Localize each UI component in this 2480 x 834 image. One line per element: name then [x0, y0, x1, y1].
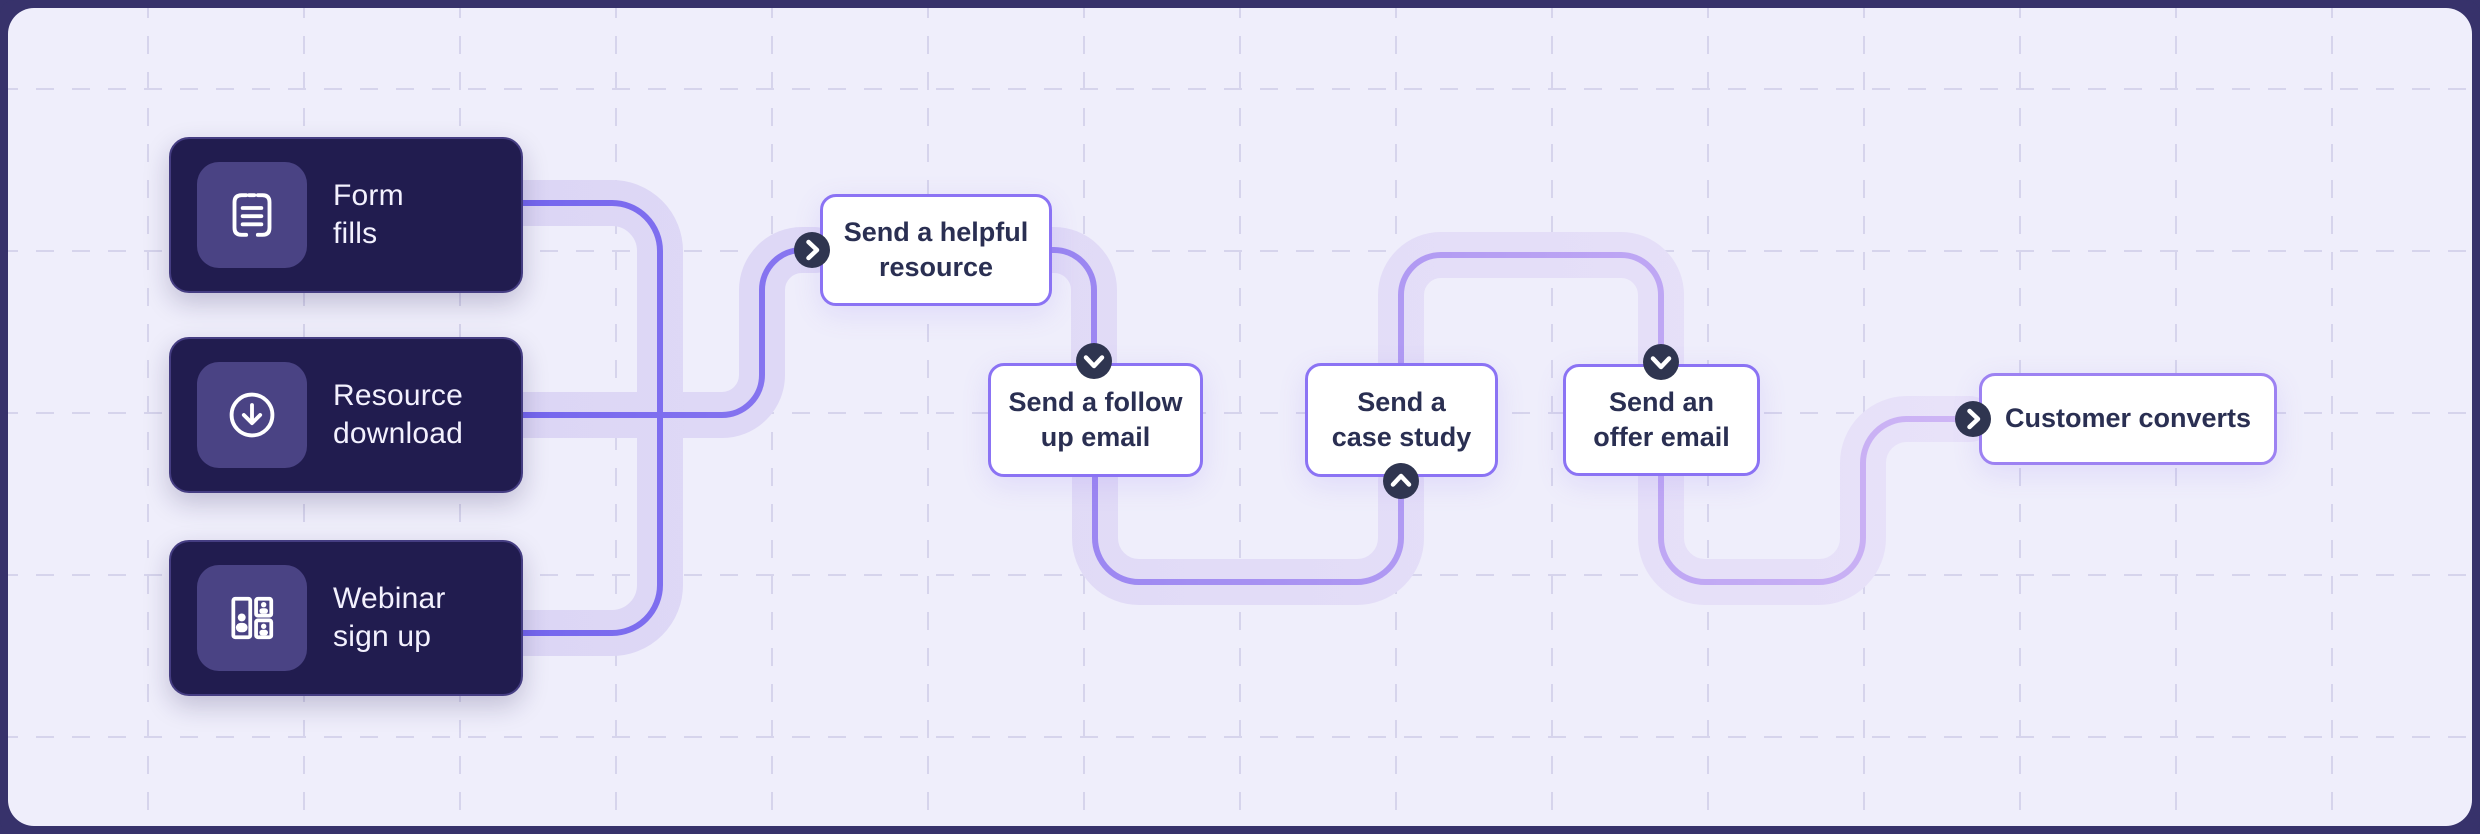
badge-customer-converts[interactable]: [1955, 401, 1991, 437]
badge-helpful-resource[interactable]: [794, 232, 830, 268]
edge-casestudy-to-offer: [1398, 252, 1664, 366]
node-label: Send an offer email: [1593, 386, 1730, 452]
node-label: Send a case study: [1331, 386, 1472, 452]
webinar-signup-icon: [231, 596, 274, 640]
source-label: Resource download: [333, 378, 464, 450]
chevron-down-icon: [1650, 356, 1672, 370]
node-send-helpful-resource[interactable]: Send a helpful resource: [820, 194, 1052, 306]
edge-offer-to-converts: [1658, 416, 1973, 585]
source-label: Form fills: [333, 178, 404, 250]
node-send-offer-email[interactable]: Send an offer email: [1563, 364, 1760, 476]
badge-offer-email[interactable]: [1643, 344, 1679, 380]
chevron-right-icon: [806, 239, 820, 261]
node-customer-converts[interactable]: Customer converts: [1979, 373, 2277, 465]
edge-resource-download: [520, 247, 818, 418]
resource-download-icon: [229, 392, 275, 438]
edge-webinar-signup: [520, 409, 663, 636]
edge-followup-to-casestudy: [1092, 474, 1404, 585]
icon-tile: [197, 362, 307, 468]
chevron-up-icon: [1390, 473, 1412, 487]
source-box-resource-download[interactable]: Resource download: [169, 337, 523, 493]
chevron-right-icon: [1967, 408, 1981, 430]
edge-form-fills: [520, 200, 663, 421]
node-label: Customer converts: [2004, 403, 2252, 434]
icon-tile: [197, 162, 307, 268]
source-box-webinar-signup[interactable]: Webinar sign up: [169, 540, 523, 696]
icon-tile: [197, 565, 307, 671]
chevron-down-icon: [1083, 355, 1105, 369]
node-label: Send a helpful resource: [843, 216, 1029, 282]
source-box-form-fills[interactable]: Form fills: [169, 137, 523, 293]
source-label: Webinar sign up: [333, 581, 446, 653]
node-label: Send a follow up email: [1008, 386, 1183, 452]
badge-case-study[interactable]: [1383, 463, 1419, 499]
node-send-follow-up-email[interactable]: Send a follow up email: [988, 363, 1203, 477]
node-send-case-study[interactable]: Send a case study: [1305, 363, 1498, 477]
form-fills-icon: [232, 193, 272, 237]
edge-helpful-to-followup: [1049, 247, 1097, 369]
badge-follow-up-email[interactable]: [1076, 343, 1112, 379]
connector-lines: [520, 200, 1973, 636]
